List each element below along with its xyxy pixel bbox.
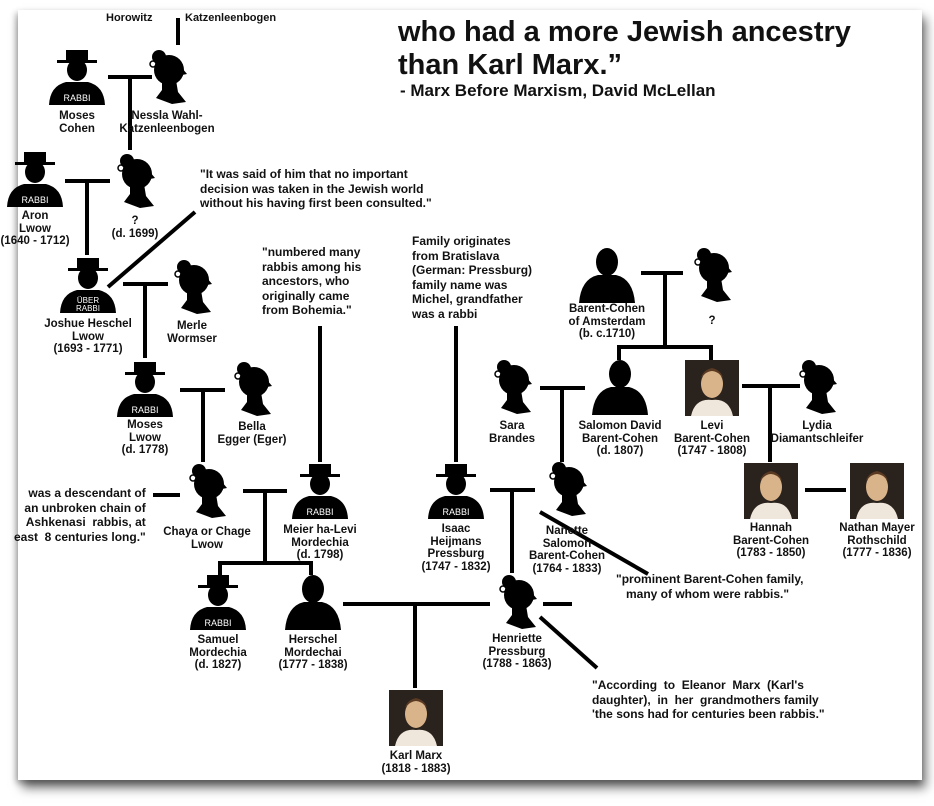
connector [538,615,599,670]
rabbi-silhouette-icon: RABBI [425,464,487,524]
person-label-lydia: Lydia Diamantschleifer [770,420,864,445]
person-label-herschel: Herschel Mordechai (1777 - 1838) [278,634,348,671]
man-silhouette-icon [576,248,638,308]
person-label-karl-marx: Karl Marx (1818 - 1883) [381,750,451,775]
svg-text:RABBI: RABBI [306,507,333,517]
woman-silhouette-icon [110,152,160,215]
person-label-salomon-david: Salomon David Barent-Cohen (d. 1807) [578,420,662,457]
person-label-moses-cohen: Moses Cohen [59,110,95,135]
svg-text:ÜBER: ÜBER [77,296,99,305]
quote-barent-cohen: "prominent Barent-Cohen family, many of … [616,572,804,601]
svg-text:RABBI: RABBI [76,304,100,313]
person-label-unknown-1699: ? (d. 1699) [111,215,159,240]
header-attribution: - Marx Before Marxism, David McLellan [400,81,716,100]
person-label-nathan: Nathan Mayer Rothschild (1777 - 1836) [839,522,915,559]
connector [106,210,197,289]
rabbi-silhouette-icon: RABBI [46,50,108,110]
quote-eleanor: "According to Eleanor Marx (Karl's daugh… [592,678,825,721]
person-label-levi: Levi Barent-Cohen (1747 - 1808) [673,420,751,457]
rabbi-silhouette-icon: RABBI [187,575,249,635]
portrait-karl-marx [389,690,443,751]
svg-text:RABBI: RABBI [21,195,48,205]
person-label-samuel: Samuel Mordechia (d. 1827) [189,634,247,671]
person-label-merle: Merle Wormser [167,320,217,345]
person-label-hannah: Hannah Barent-Cohen (1783 - 1850) [732,522,810,559]
quote-unbroken-chain: was a descendant of an unbroken chain of… [14,486,146,544]
person-label-nessla: Nessla Wahl- Katzenleenbogen [119,110,215,135]
quote-bratislava: Family originates from Bratislava (Germa… [412,234,533,321]
rabbi-silhouette-icon: RABBI [289,464,351,524]
svg-text:RABBI: RABBI [442,507,469,517]
portrait-levi [685,360,739,421]
person-label-bella: Bella Egger (Eger) [217,421,287,446]
woman-silhouette-icon [227,360,277,423]
woman-silhouette-icon [487,358,537,421]
man-silhouette-icon [282,575,344,635]
woman-silhouette-icon [167,258,217,321]
header-line-1: who had a more Jewish ancestry [398,16,851,48]
person-label-aron-lwow: Aron Lwow (1640 - 1712) [0,210,70,247]
person-label-henriette: Henriette Pressburg (1788 - 1863) [482,633,552,670]
woman-silhouette-icon [542,460,592,523]
person-label-unknown-wife: ? [708,315,716,327]
woman-silhouette-icon [792,358,842,421]
person-label-isaac: Isaac Heijmans Pressburg (1747 - 1832) [421,523,491,573]
quote-bohemia: "numbered many rabbis among his ancestor… [262,245,362,317]
connector [539,510,649,576]
header-line-2: than Karl Marx.” [398,49,622,81]
rabbi-silhouette-icon: RABBI [114,362,176,422]
svg-text:RABBI: RABBI [131,405,158,415]
svg-text:RABBI: RABBI [204,618,231,628]
person-label-moses-lwow: Moses Lwow (d. 1778) [121,419,169,456]
portrait-nathan [850,463,904,524]
woman-silhouette-icon [142,48,192,111]
person-label-joshue-heschel: Joshue Heschel Lwow (1693 - 1771) [44,318,132,355]
rabbi-silhouette-icon: RABBI [4,152,66,212]
person-label-barent-cohen-amsterdam: Barent-Cohen of Amsterdam (b. c.1710) [568,303,646,340]
svg-text:RABBI: RABBI [63,93,90,103]
woman-silhouette-icon [687,246,737,309]
portrait-hannah [744,463,798,524]
man-silhouette-icon [589,360,651,420]
person-label-nanette: Nanette Salomon Barent-Cohen (1764 - 183… [528,525,606,575]
woman-silhouette-icon [492,573,542,636]
cut-label-katzenleenbogen: Katzenleenbogen [185,12,277,24]
quote-consulted: "It was said of him that no important de… [200,167,432,210]
person-label-chaya: Chaya or Chage Lwow [163,526,251,551]
cut-label-horowitz: Horowitz [106,12,153,24]
person-label-sara: Sara Brandes [488,420,536,445]
woman-silhouette-icon [182,462,232,525]
person-label-meier: Meier ha-Levi Mordechia (d. 1798) [283,524,357,561]
